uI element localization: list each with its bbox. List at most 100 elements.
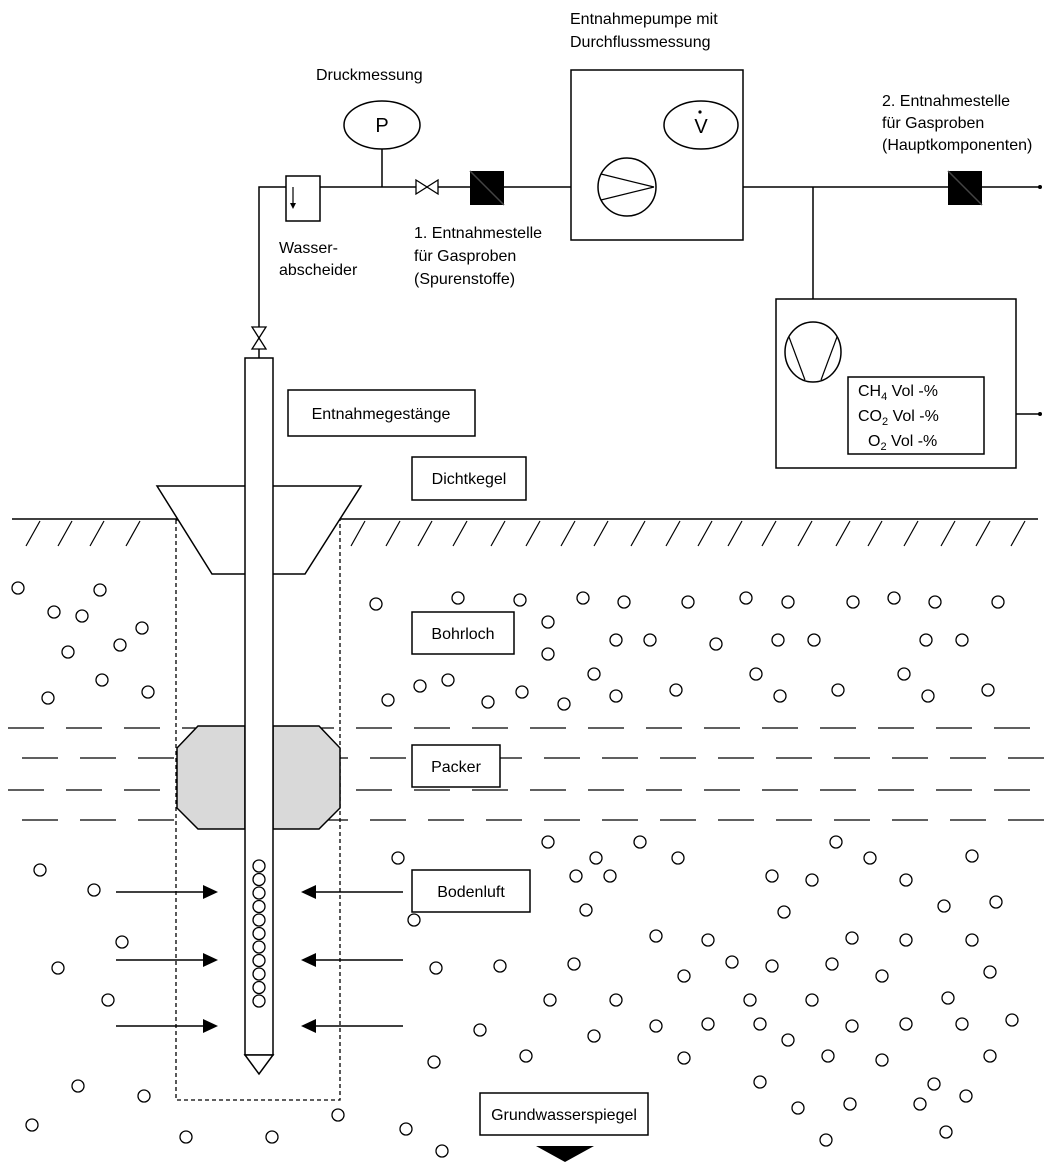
pebble (435, 1144, 449, 1158)
pressure-symbol: P (375, 115, 388, 137)
pebble (955, 633, 969, 647)
sample-point-1-line1: 1. Entnahmestelle (414, 225, 542, 242)
ground-hatch-mark (665, 520, 681, 547)
ground-hatch-mark (867, 520, 883, 547)
ground-hatch-mark (452, 520, 468, 547)
pebble (677, 1051, 691, 1065)
pebble (805, 993, 819, 1007)
pebble (965, 933, 979, 947)
pebble (863, 851, 877, 865)
co2-readout: CO2 Vol -% (858, 408, 939, 428)
pebble (805, 873, 819, 887)
ground-hatch-mark (797, 520, 813, 547)
pebble (765, 959, 779, 973)
outlet-dot-top (1038, 185, 1042, 189)
pebble (749, 667, 763, 681)
ground-hatch-mark (761, 520, 777, 547)
packer-left (176, 725, 246, 830)
rod-perforation-hole (252, 859, 266, 873)
pebble (983, 965, 997, 979)
pebble (845, 1019, 859, 1033)
ground-hatch-mark (385, 520, 401, 547)
flowmeter-icon (663, 100, 739, 150)
sample-point-1-line2: für Gasproben (414, 248, 516, 265)
pebble (407, 913, 421, 927)
rod-perforation-hole (252, 940, 266, 954)
pebble (649, 1019, 663, 1033)
o2-readout: O2 Vol -% (868, 433, 937, 453)
pebble (369, 597, 383, 611)
ground-surface (12, 518, 1038, 547)
pebble (725, 955, 739, 969)
outlet-dot-analyzer (1038, 412, 1042, 416)
pebble (515, 685, 529, 699)
pebble (649, 929, 663, 943)
entnahmegestaenge-label: Entnahmegestänge (312, 406, 451, 423)
pebble (569, 869, 583, 883)
pebble (587, 1029, 601, 1043)
ground-hatch-mark (940, 520, 956, 547)
pebble (939, 1125, 953, 1139)
rod-perforation-hole (252, 994, 266, 1008)
rod-perforation-hole (252, 967, 266, 981)
pebble (791, 1101, 805, 1115)
pebble (739, 591, 753, 605)
borehole-outline (175, 519, 341, 1101)
soil-air-arrows (116, 885, 403, 1033)
bohrloch-box (411, 611, 515, 655)
ground-hatch-mark (89, 520, 105, 547)
pebble (473, 1023, 487, 1037)
pebble (843, 1097, 857, 1111)
pebble (135, 621, 149, 635)
pebble (51, 961, 65, 975)
bodenluft-box (411, 869, 531, 913)
pebble (981, 683, 995, 697)
rod-perforations (252, 859, 266, 1008)
pebble (765, 869, 779, 883)
pebble (513, 593, 527, 607)
packer-label: Packer (431, 759, 481, 776)
ground-hatch-mark (57, 520, 73, 547)
rod-perforation-hole (252, 926, 266, 941)
rod-valve-icon (250, 326, 268, 350)
pebble (928, 595, 942, 609)
bodenluft-label: Bodenluft (437, 884, 505, 901)
pebble (899, 873, 913, 887)
arrow-left-icon (301, 1019, 316, 1033)
ground-hatch-mark (903, 520, 919, 547)
pebble (603, 869, 617, 883)
sample-point-2-filter-icon (947, 170, 983, 206)
ground-hatch-mark (975, 520, 991, 547)
pebble (541, 647, 555, 661)
pebble (899, 1017, 913, 1031)
ground-hatch-mark (417, 520, 433, 547)
pebble (481, 695, 495, 709)
pebble (33, 863, 47, 877)
pebble (441, 673, 455, 687)
pebble (141, 685, 155, 699)
entnahmegestaenge-box (287, 389, 476, 437)
pebble (671, 851, 685, 865)
pebble (265, 1130, 279, 1144)
ground-hatch-mark (125, 520, 141, 547)
packer-right (272, 725, 341, 830)
arrow-left-icon (301, 953, 316, 967)
pebble (875, 1053, 889, 1067)
pressure-gauge-icon (343, 100, 421, 150)
druckmessung-label: Druckmessung (316, 67, 423, 84)
pebble (887, 591, 901, 605)
arrow-left-icon (301, 885, 316, 899)
rod-perforation-hole (252, 913, 266, 927)
gas-readout-panel (847, 376, 985, 455)
arrow-right-icon (203, 885, 218, 899)
pebble (451, 591, 465, 605)
pebble (955, 1017, 969, 1031)
arrow-right-icon (203, 953, 218, 967)
pebble (137, 1089, 151, 1103)
water-separator-line2: abscheider (279, 262, 358, 279)
pebble (919, 633, 933, 647)
pebble (617, 595, 631, 609)
pebble (93, 583, 107, 597)
pebble (965, 849, 979, 863)
